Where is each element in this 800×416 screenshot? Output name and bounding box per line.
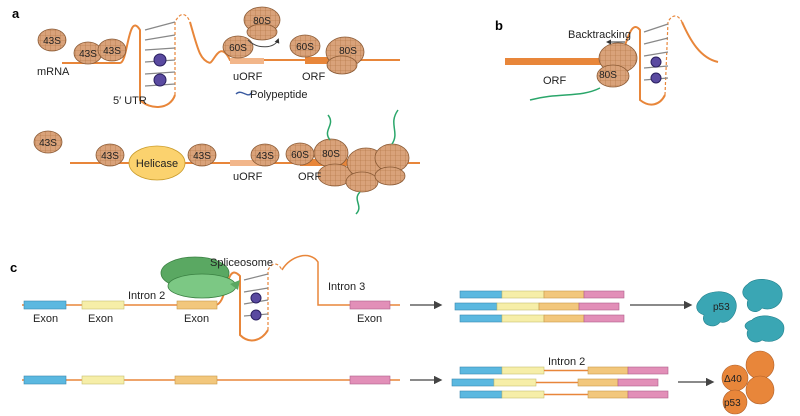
utr-label: 5′ UTR	[113, 95, 147, 107]
helicase: Helicase	[128, 145, 186, 181]
polypeptide-chain-3	[355, 191, 361, 215]
uorf-segment-a-top	[230, 58, 264, 64]
ribosome-60s-a-top-2: 60S	[289, 34, 321, 58]
polysome-ribosomes	[317, 143, 410, 193]
ribosome-80s-released: 80S	[243, 6, 281, 41]
ribosome-43s-b3: 43S	[187, 143, 217, 167]
isoform-bottom-2	[451, 378, 659, 387]
svg-text:43S: 43S	[79, 49, 97, 60]
spliceosome-label: Spliceosome	[210, 257, 273, 269]
svg-text:43S: 43S	[103, 46, 121, 57]
isoforms-top	[454, 290, 625, 323]
orf-label-a-top: ORF	[302, 71, 326, 83]
polypeptide-label: Polypeptide	[250, 89, 308, 101]
isoform-bottom-3	[459, 390, 669, 399]
delta40-label: Δ40	[724, 374, 742, 385]
intron2-label-top: Intron 2	[128, 290, 165, 302]
exon-label-1: Exon	[33, 313, 58, 325]
orf-segment-a-top	[305, 57, 345, 64]
svg-text:80S: 80S	[339, 46, 357, 57]
exon-2-top	[81, 300, 125, 310]
uorf-label-a-top: uORF	[233, 71, 263, 83]
exon-3-top	[176, 300, 218, 310]
ribosome-60s-a-top: 60S	[222, 35, 254, 59]
mrna-label: mRNA	[37, 66, 70, 78]
ribosome-43s-a2: 43S	[73, 41, 103, 65]
exon-label-2: Exon	[88, 313, 113, 325]
svg-text:43S: 43S	[193, 151, 211, 162]
isoforms-bottom	[451, 366, 669, 399]
exon-1-top	[23, 300, 67, 310]
exon-4-bottom	[349, 375, 391, 385]
ribosome-43s-a3: 43S	[97, 38, 127, 62]
backtracking-label: Backtracking	[568, 29, 631, 41]
svg-text:60S: 60S	[229, 43, 247, 54]
orf-label-a-bottom: ORF	[298, 171, 322, 183]
polypeptide-b	[529, 87, 601, 101]
spliceosome	[160, 256, 240, 299]
mrna-line-a-top-right	[209, 50, 400, 64]
exon-1-bottom	[23, 375, 67, 385]
ribosome-43s-b1: 43S	[33, 130, 63, 154]
release-arrow	[247, 38, 280, 48]
exon-4-top	[349, 300, 391, 310]
exon-2-bottom	[81, 375, 125, 385]
delta40-p53-protein	[721, 350, 775, 415]
exon-label-3: Exon	[184, 313, 209, 325]
polypeptide-chain-1	[326, 114, 332, 141]
ribosome-80s-a-bottom: 80S	[313, 138, 349, 168]
ribosome-43s-a1: 43S	[37, 28, 67, 52]
intron3-label: Intron 3	[328, 281, 365, 293]
stem-loop-structure-a	[119, 13, 211, 108]
svg-text:43S: 43S	[43, 36, 61, 47]
isoform-top-2	[454, 302, 620, 311]
svg-text:80S: 80S	[322, 149, 340, 160]
uorf-label-a-bottom: uORF	[233, 171, 263, 183]
ribosome-80s-a-top: 80S	[325, 36, 365, 75]
isoform-top-1	[459, 290, 625, 299]
svg-text:Helicase: Helicase	[136, 158, 178, 170]
exon-3-bottom	[174, 375, 218, 385]
uorf-segment-a-bottom	[230, 160, 270, 166]
p53-label: p53	[713, 302, 730, 313]
p53-small-label: p53	[724, 398, 741, 409]
panel-label-c: c	[10, 260, 17, 275]
polypeptide-short	[235, 91, 253, 96]
panel-label-b: b	[495, 18, 503, 33]
isoform-top-3	[459, 314, 625, 323]
svg-text:60S: 60S	[291, 150, 309, 161]
svg-text:43S: 43S	[101, 151, 119, 162]
exon-label-4: Exon	[357, 313, 382, 325]
ribosome-60s-a-bottom: 60S	[285, 142, 315, 166]
svg-text:60S: 60S	[296, 42, 314, 53]
svg-text:43S: 43S	[256, 151, 274, 162]
polypeptide-chain-2	[391, 109, 399, 145]
svg-text:43S: 43S	[39, 138, 57, 149]
svg-text:80S: 80S	[253, 16, 271, 27]
orf-label-b: ORF	[543, 75, 567, 87]
isoform-bottom-1	[459, 366, 669, 375]
ribosome-43s-b4: 43S	[250, 143, 280, 167]
ribosome-80s-b: 80S	[596, 42, 638, 88]
intron2-label-bottom: Intron 2	[548, 356, 585, 368]
ribosome-43s-b2: 43S	[95, 143, 125, 167]
orf-segment-b	[505, 58, 615, 65]
p53-proteins	[696, 279, 785, 343]
panel-label-a: a	[12, 6, 20, 21]
svg-text:80S: 80S	[599, 70, 617, 81]
